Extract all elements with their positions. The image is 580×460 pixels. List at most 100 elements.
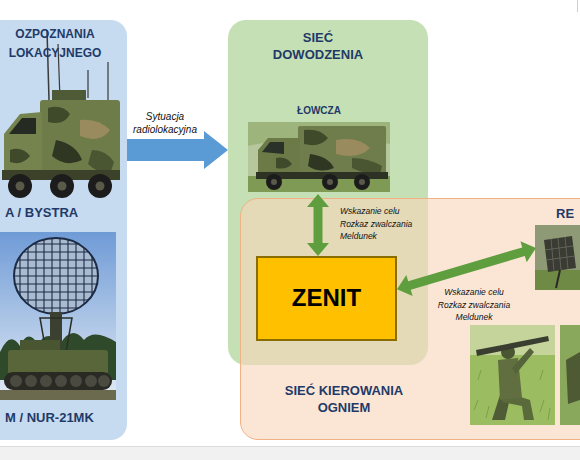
radar-station-photo-part <box>98 375 110 387</box>
command-truck-photo-part <box>327 179 333 185</box>
edge-label: Sytuacja radiolokacyjna <box>125 110 205 136</box>
radar-station-photo-part <box>85 375 97 387</box>
field-photo-part <box>560 325 580 425</box>
photo-heading: ŁOWCZA <box>246 104 392 117</box>
radar-vehicle-drawing-part <box>48 107 70 123</box>
radar-vehicle-drawing <box>2 30 120 198</box>
soldier-launcher-photo-part-part <box>548 408 550 420</box>
soldier-launcher-photo-part <box>470 325 555 425</box>
radar-vehicle-drawing-part <box>9 118 36 134</box>
radar-station-photo-part-part <box>12 251 100 252</box>
edge-label: Wskazanie celu Rozkaz zwalczania Meldune… <box>434 286 514 324</box>
radar-station-photo-part <box>8 350 108 374</box>
command-truck-photo-part <box>354 174 370 190</box>
command-truck-photo-part <box>271 179 277 185</box>
command-truck-photo-part <box>262 142 284 154</box>
command-truck-photo-part <box>266 174 282 190</box>
radar-vehicle-drawing-part <box>8 174 32 198</box>
radar-unit-photo-part <box>556 270 560 288</box>
panel-heading: OZPOZNANIA LOKACYJNEGO <box>3 25 107 63</box>
radar-station-photo-part-part <box>12 283 100 284</box>
radar-station-photo-part-part <box>12 243 100 244</box>
radar-station-photo <box>0 232 116 400</box>
data-flow-arrow <box>127 131 228 169</box>
radar-station-photo-part-part <box>12 267 100 268</box>
radar-station-photo-part <box>4 372 112 390</box>
radar-unit-photo-part-part <box>546 256 575 260</box>
soldier-launcher-photo-part-part <box>478 370 481 380</box>
radar-station-photo-part-part <box>12 291 100 292</box>
soldier-launcher-photo-part-part <box>474 400 478 410</box>
command-truck-photo-part <box>248 122 390 192</box>
system-name: ZENIT <box>258 284 395 313</box>
edge-label-box: Wskazanie celu Rozkaz zwalczania Meldune… <box>340 205 420 243</box>
command-truck-photo-part <box>258 138 300 176</box>
radar-station-photo-part <box>12 236 100 316</box>
radar-station-photo-part-part <box>12 259 100 260</box>
radar-unit-photo-part-part <box>558 238 561 270</box>
command-truck-photo <box>248 122 390 192</box>
command-truck-photo-part <box>352 158 382 174</box>
soldier-launcher-photo-part <box>476 336 549 356</box>
radar-unit-photo <box>535 225 580 290</box>
radar-unit-photo-part <box>545 237 575 271</box>
panel-heading: SIEĆ DOWODZENIA <box>258 30 378 64</box>
radar-vehicle-drawing-part <box>16 182 25 191</box>
panel-heading: SIEĆ KIEROWANIA OGNIEM <box>279 383 409 417</box>
field-photo-part <box>566 352 580 404</box>
radar-unit-photo-part-part <box>565 237 568 269</box>
radar-vehicle-drawing-part <box>4 112 42 178</box>
soldier-launcher-photo <box>470 325 555 425</box>
radar-unit-photo-part <box>535 270 580 290</box>
command-truck-photo-part <box>322 174 338 190</box>
radar-unit-photo-part <box>544 236 576 272</box>
radar-vehicle-drawing-part <box>52 140 82 163</box>
command-truck-photo-part <box>359 179 365 185</box>
edge-label: Wskazanie celu Rozkaz zwalczania Meldune… <box>340 205 420 243</box>
radar-unit-photo-part-part <box>545 246 573 250</box>
radar-station-photo-part <box>10 375 22 387</box>
radar-unit-photo-part <box>535 225 580 290</box>
command-truck-photo-part <box>276 158 292 169</box>
radar-vehicle-drawing-part <box>40 100 120 178</box>
photo-caption: A / BYSTRA <box>5 205 121 221</box>
soldier-launcher-photo-part-part <box>540 370 543 380</box>
command-truck-photo-part <box>298 126 386 176</box>
radar-vehicle-drawing-part <box>96 182 105 191</box>
radar-station-photo-part <box>40 375 52 387</box>
command-truck-photo-part <box>308 154 334 171</box>
radar-station-photo-part-part <box>12 275 100 276</box>
radar-vehicle-drawing-part <box>58 182 67 191</box>
radar-station-photo-part-part <box>12 299 100 300</box>
soldier-launcher-photo-part-part <box>540 400 544 412</box>
radar-station-photo-part <box>70 375 82 387</box>
radar-vehicle-drawing-part <box>50 174 74 198</box>
edge-label-box: Sytuacja radiolokacyjna <box>125 110 205 136</box>
photo-heading: RE <box>556 206 580 222</box>
soldier-launcher-photo-part <box>512 348 534 374</box>
radar-station-photo-part <box>0 232 116 400</box>
radar-vehicle-drawing-part <box>107 62 108 102</box>
soldier-launcher-photo-part-part <box>486 406 489 418</box>
radar-station-photo-part <box>25 375 37 387</box>
radar-vehicle-drawing-part <box>88 174 112 198</box>
radar-station-photo-part-part <box>12 307 100 308</box>
photo-caption: M / NUR-21MK <box>5 410 117 426</box>
radar-vehicle-drawing-part <box>87 70 88 98</box>
page-frame-part <box>0 446 580 460</box>
command-truck-photo-part <box>336 139 370 156</box>
command-truck-photo-part <box>304 130 328 145</box>
radar-vehicle-drawing-part <box>80 120 110 139</box>
page-frame-part <box>577 0 578 12</box>
radar-vehicle-drawing-part <box>47 30 49 100</box>
page-frame-part <box>0 446 580 447</box>
system-box: ZENIT <box>256 256 397 341</box>
command-arrow <box>307 194 329 256</box>
edge-label-box: Wskazanie celu Rozkaz zwalczania Meldune… <box>434 286 514 324</box>
radar-vehicle-drawing-part <box>10 149 30 163</box>
field-photo <box>560 325 580 425</box>
radar-station-photo-part <box>55 375 67 387</box>
radar-station-photo-part <box>0 390 116 400</box>
radar-unit-photo-part-part <box>551 239 554 271</box>
